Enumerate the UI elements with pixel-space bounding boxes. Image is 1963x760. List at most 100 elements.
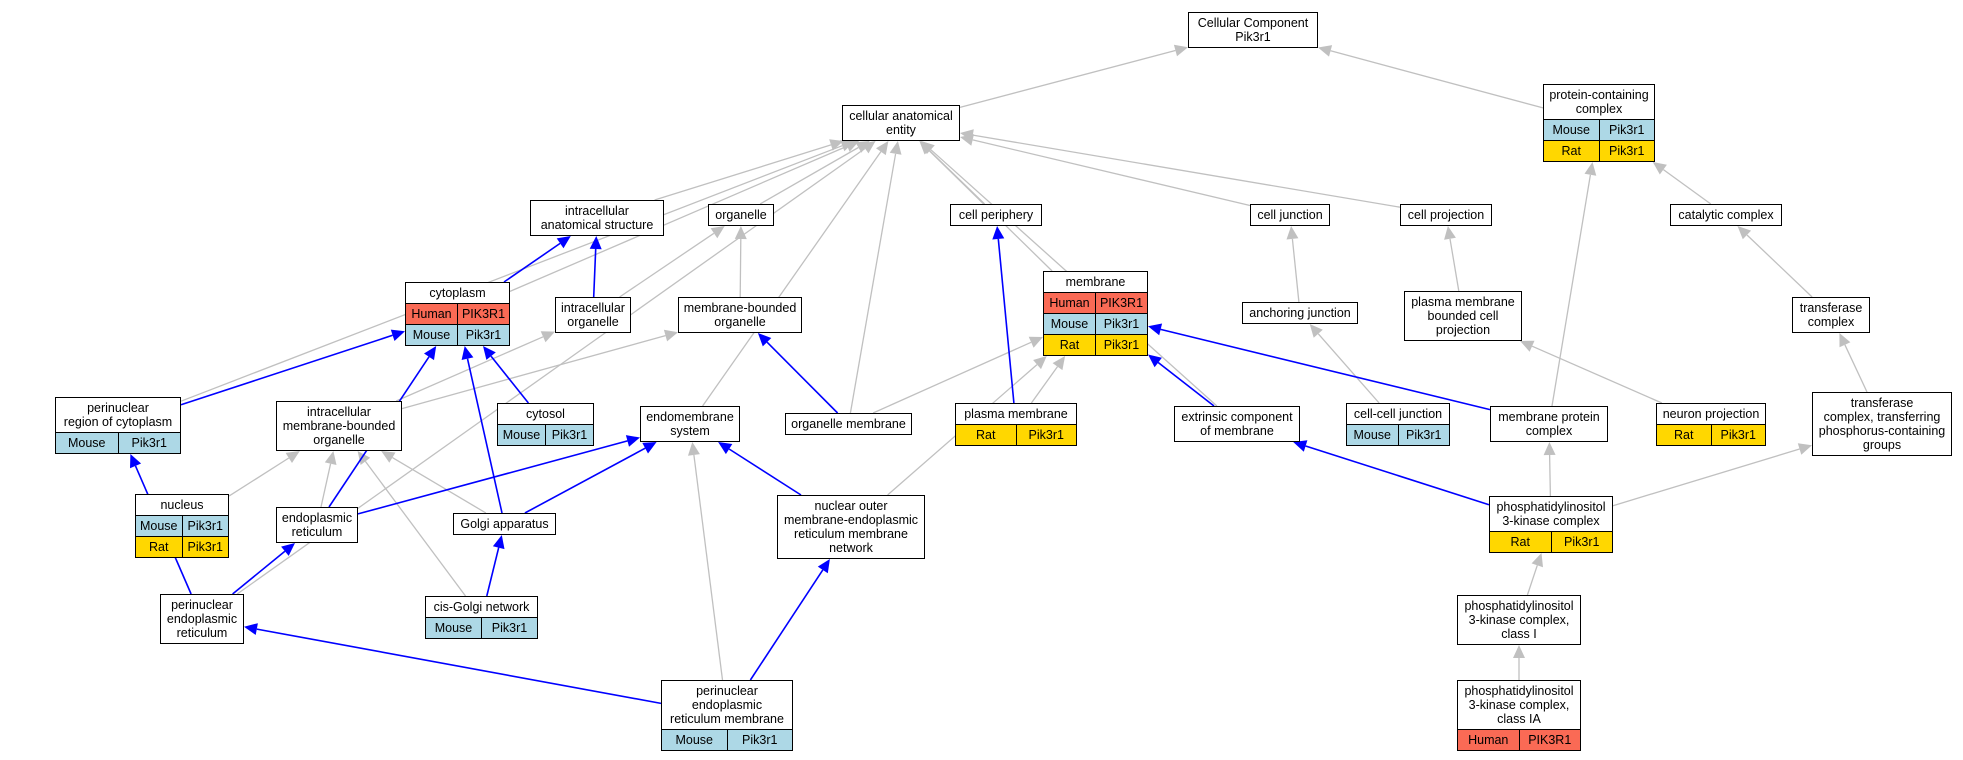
go-term-cellular-component[interactable]: Cellular Component Pik3r1 [1188,12,1318,48]
go-term-label: perinuclear region of cytoplasm [63,401,173,429]
species-cell: Mouse [1353,428,1392,442]
edge-line [619,232,715,298]
go-term-cellular-anatomical-entity[interactable]: cellular anatomical entity [842,105,960,141]
edge-pi3k-complex-to-extrinsic-component-of-membrane [1293,440,1490,506]
go-term-cell-projection[interactable]: cell projection [1400,204,1492,226]
edge-arrowhead [876,141,889,156]
go-term-intracellular-membrane-bounded-organelle[interactable]: intracellular membrane-bounded organelle [276,401,402,451]
go-term-perinuclear-er[interactable]: perinuclear endoplasmic reticulum [160,594,244,644]
edge-plasma-membrane-to-membrane [1030,356,1066,404]
gene-symbol-cell: Pik3r1 [545,425,593,445]
go-term-membrane-bounded-organelle[interactable]: membrane-bounded organelle [678,297,802,333]
edge-perinuclear-er-membrane-to-endomembrane-system [688,442,724,681]
edge-intracellular-organelle-to-intracellular-anatomical-structure [589,236,602,298]
go-term-label: plasma membrane bounded cell projection [1411,295,1515,337]
go-term-label: cell-cell junction [1353,407,1443,421]
go-term-extrinsic-component-of-membrane[interactable]: extrinsic component of membrane [1174,406,1300,442]
edge-line [849,153,897,414]
gene-symbol-cell: Pik3r1 [481,618,537,638]
edge-golgi-apparatus-to-endomembrane-system [524,442,657,514]
go-term-nuclear-outer-membrane-er-network[interactable]: nuclear outer membrane-endoplasmic retic… [777,495,925,559]
edge-line [1305,445,1490,506]
edge-line [1548,454,1552,497]
edge-arrowhead [1293,440,1308,452]
edge-arrowhead [1520,340,1535,352]
go-term-intracellular-organelle[interactable]: intracellular organelle [555,297,631,333]
edge-arrowhead [390,329,405,341]
edge-endoplasmic-reticulum-to-endomembrane-system [357,435,640,515]
edge-line [228,457,290,497]
go-term-pi3k-complex-class-ia[interactable]: phosphatidylinositol 3-kinase complex, c… [1457,680,1581,751]
edge-line [654,144,832,201]
species-cell: Mouse [1552,123,1591,137]
go-term-cell-periphery[interactable]: cell periphery [950,204,1042,226]
edge-cell-junction-to-cellular-anatomical-entity [960,134,1251,207]
edge-line [766,341,839,414]
go-term-transferase-complex[interactable]: transferase complex [1792,297,1870,333]
go-term-intracellular-anatomical-structure[interactable]: intracellular anatomical structure [530,200,664,236]
edge-arrowhead [1531,553,1543,568]
go-term-pi3k-complex-class-i[interactable]: phosphatidylinositol 3-kinase complex, c… [1457,595,1581,645]
edge-line [1526,565,1538,596]
go-term-membrane-protein-complex[interactable]: membrane protein complex [1490,406,1608,442]
edge-arrowhead [424,346,437,361]
go-term-label: membrane protein complex [1498,410,1600,438]
edge-arrowhead [710,226,725,239]
go-term-perinuclear-er-membrane[interactable]: perinuclear endoplasmic reticulum membra… [661,680,793,751]
edge-cell-cell-junction-to-anchoring-junction [1309,324,1380,404]
edge-line [592,248,597,298]
edge-cellular-anatomical-entity-to-cellular-component [959,44,1188,109]
edge-line [256,628,662,705]
go-term-plasma-membrane-bounded-cell-projection[interactable]: plasma membrane bounded cell projection [1404,291,1522,341]
go-term-label: cell projection [1407,208,1485,222]
edge-arrowhead [1797,443,1812,455]
edge-line [401,334,666,410]
go-term-cell-junction[interactable]: cell junction [1250,204,1330,226]
edge-neuron-projection-to-plasma-membrane-bounded-cell-projection [1520,340,1663,404]
edge-line [364,461,467,597]
edge-arrowhead [1318,45,1333,57]
edge-line [1030,366,1059,404]
edge-anchoring-junction-to-cell-junction [1286,226,1300,303]
edge-arrowhead [556,236,571,249]
edge-intracellular-organelle-to-organelle [619,226,725,298]
edge-perinuclear-er-membrane-to-nuclear-outer-membrane-er-network [749,559,830,681]
species-cell: Mouse [502,428,541,442]
species-cell: Rat [149,540,169,554]
edge-arrowhead [625,435,640,447]
edge-arrowhead [1148,323,1163,336]
edge-arrowhead [921,141,935,155]
go-term-label: intracellular membrane-bounded organelle [282,405,396,447]
go-term-organelle-membrane[interactable]: organelle membrane [785,413,912,435]
go-term-golgi-apparatus[interactable]: Golgi apparatus [453,513,556,535]
go-term-label: cytoplasm [429,286,486,300]
edge-arrowhead [642,442,657,454]
go-term-endomembrane-system[interactable]: endomembrane system [640,406,740,442]
edge-golgi-apparatus-to-cytoplasm [461,346,503,514]
go-term-label: protein-containing complex [1549,88,1649,116]
edge-arrowhead [1309,324,1323,338]
go-term-transferase-complex-phospho[interactable]: transferase complex, transferring phosph… [1812,392,1952,456]
edge-line [1317,333,1380,404]
go-term-anchoring-junction[interactable]: anchoring junction [1242,302,1358,324]
go-term-label: organelle [715,208,767,222]
go-term-catalytic-complex[interactable]: catalytic complex [1670,204,1782,226]
go-term-endoplasmic-reticulum[interactable]: endoplasmic reticulum [276,507,358,543]
go-term-organelle[interactable]: organelle [708,204,774,226]
edge-arrowhead [1052,356,1066,371]
